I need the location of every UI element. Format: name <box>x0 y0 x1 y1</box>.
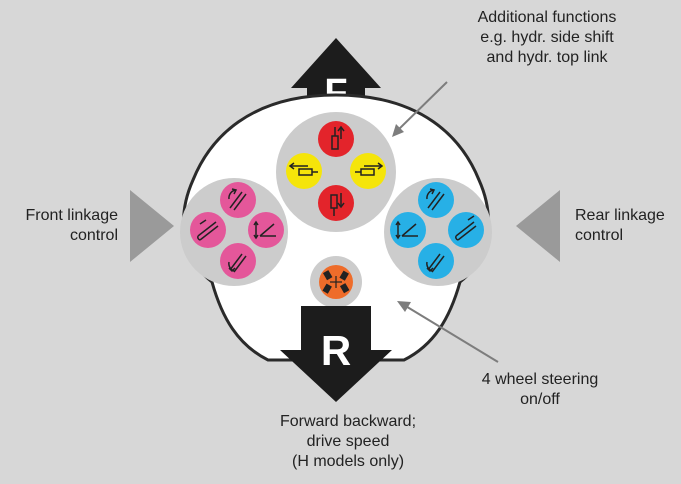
reverse-letter: R <box>321 327 351 374</box>
forward-backward-line-1: Forward backward; <box>279 413 417 430</box>
rear-linkage-float-button[interactable] <box>448 212 484 248</box>
side-shift-right-button[interactable] <box>350 153 386 189</box>
rear-linkage-lower-button[interactable] <box>418 243 454 279</box>
rear-linkage-depth-button[interactable] <box>390 212 426 248</box>
four-wheel-steering-pointer-arrowhead <box>397 301 411 312</box>
front-linkage-raise-button[interactable] <box>220 182 256 218</box>
forward-backward-line-2: drive speed <box>306 433 390 450</box>
additional-functions-label: Additional functions e.g. hydr. side shi… <box>432 8 662 68</box>
additional-functions-group <box>276 112 396 232</box>
front-linkage-line-1: Front linkage <box>25 207 119 224</box>
front-linkage-float-button[interactable] <box>190 212 226 248</box>
side-shift-left-icon <box>288 162 318 176</box>
rear-linkage-pointer <box>516 190 560 262</box>
front-linkage-lower-button[interactable] <box>220 243 256 279</box>
front-linkage-depth-button[interactable] <box>248 212 284 248</box>
reverse-arrow-icon: R <box>280 306 392 402</box>
linkage-lower-icon <box>426 253 445 273</box>
linkage-depth-icon <box>253 220 276 240</box>
additional-functions-pointer-arrowhead <box>392 124 404 137</box>
additional-functions-line-2: e.g. hydr. side shift <box>480 29 614 46</box>
linkage-float-icon <box>197 219 219 241</box>
rear-linkage-group <box>384 178 492 286</box>
top-link-retract-icon <box>330 193 345 216</box>
linkage-raise-icon <box>426 188 445 211</box>
four-wheel-steering-line-2: on/off <box>520 391 560 408</box>
forward-backward-line-3: (H models only) <box>291 453 405 470</box>
rear-linkage-line-1: Rear linkage <box>575 207 665 224</box>
four-wheel-steering-label: 4 wheel steering on/off <box>440 370 640 410</box>
additional-functions-line-3: and hydr. top link <box>486 49 608 66</box>
side-shift-right-icon <box>355 162 384 176</box>
linkage-float-icon <box>455 215 477 241</box>
rear-linkage-line-2: control <box>575 227 624 244</box>
front-linkage-pointer <box>130 190 174 262</box>
four-wheel-steering-line-1: 4 wheel steering <box>481 371 599 388</box>
front-linkage-group <box>180 178 288 286</box>
top-link-extend-button[interactable] <box>318 121 354 157</box>
linkage-lower-icon <box>228 253 247 273</box>
additional-functions-line-1: Additional functions <box>477 9 617 26</box>
linkage-raise-icon <box>228 188 247 211</box>
four-wheel-steering-button[interactable] <box>319 265 353 299</box>
four-wheel-steering-pointer <box>403 304 499 363</box>
front-linkage-label: Front linkage control <box>6 206 119 246</box>
rear-linkage-raise-button[interactable] <box>418 182 454 218</box>
top-link-extend-icon <box>331 125 345 150</box>
side-shift-left-button[interactable] <box>286 153 322 189</box>
linkage-depth-icon <box>395 220 418 240</box>
additional-functions-pointer <box>396 81 448 132</box>
forward-backward-label: Forward backward; drive speed (H models … <box>238 412 458 472</box>
rear-linkage-label: Rear linkage control <box>575 206 679 246</box>
front-linkage-line-2: control <box>69 227 118 244</box>
top-link-retract-button[interactable] <box>318 185 354 221</box>
four-wheel-steering-icon <box>322 270 350 294</box>
